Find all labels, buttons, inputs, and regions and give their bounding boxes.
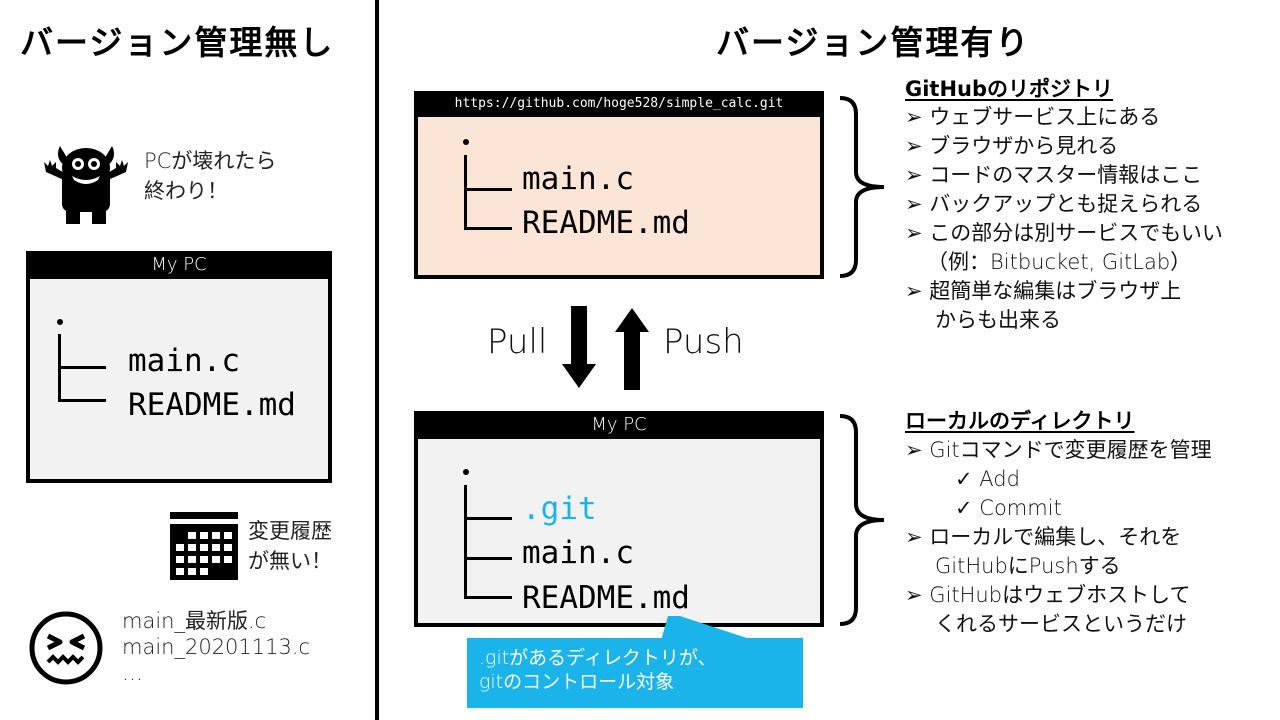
arrow-bullet-icon: ➢ — [905, 163, 923, 187]
note-text: ウェブサービス上にある — [929, 105, 1161, 129]
history-caption-line1: 変更履歴 — [248, 519, 332, 543]
arrow-bullet-icon: ➢ — [905, 279, 923, 303]
remote-file-readme: README.md — [522, 205, 690, 241]
tree-root-dot — [57, 319, 63, 325]
tree-root-dot — [463, 469, 469, 475]
left-pc-window: My PC main.c README.md — [26, 251, 332, 483]
local-note-item: ➢ GitHubはウェブホストして — [905, 581, 1212, 610]
tree-branch — [464, 557, 512, 560]
left-file-readme: README.md — [128, 387, 296, 423]
local-notes-heading: ローカルのディレクトリ — [905, 409, 1135, 433]
confounded-face-icon — [28, 610, 104, 686]
remote-note-item-cont: からも出来る — [905, 306, 1223, 335]
callout-pointer — [640, 616, 770, 644]
remote-note-item: ➢ バックアップとも捉えられる — [905, 190, 1223, 219]
note-text: からも出来る — [935, 308, 1061, 332]
remote-notes-heading: GitHubのリポジトリ — [905, 77, 1114, 101]
local-file-main-c: main.c — [522, 535, 634, 571]
arrow-bullet-icon: ➢ — [905, 134, 923, 158]
note-text: くれるサービスというだけ — [935, 612, 1187, 636]
tree-branch — [464, 596, 512, 599]
push-arrow-icon[interactable] — [615, 306, 649, 390]
remote-repo-url: https://github.com/hoge528/simple_calc.g… — [414, 91, 824, 117]
pull-arrow-icon[interactable] — [562, 306, 596, 390]
tree-branch — [58, 366, 106, 369]
callout-line1: .gitがあるディレクトリが、 — [479, 647, 717, 669]
tree-root-dot — [463, 139, 469, 145]
git-callout: .gitがあるディレクトリが、 gitのコントロール対象 — [467, 638, 803, 708]
tree-branch — [58, 399, 106, 402]
local-pc-window-title: My PC — [414, 411, 824, 439]
arrow-bullet-icon: ➢ — [905, 221, 923, 245]
local-pc-window: My PC .git main.c README.md — [414, 411, 824, 627]
local-note-subitem: ✓ Commit — [905, 494, 1212, 523]
check-bullet-icon: ✓ — [955, 496, 973, 520]
left-pc-window-title: My PC — [26, 251, 332, 279]
remote-note-item-cont: （例：Bitbucket, GitLab） — [905, 248, 1223, 277]
tree-branch — [464, 188, 512, 191]
monster-icon — [38, 136, 134, 226]
arrow-bullet-icon: ➢ — [905, 525, 923, 549]
local-note-subitem: ✓ Add — [905, 465, 1212, 494]
file-version-item: … — [122, 661, 143, 685]
remote-note-item: ➢ コードのマスター情報はここ — [905, 161, 1223, 190]
local-note-item-cont: くれるサービスというだけ — [905, 610, 1212, 639]
arrow-bullet-icon: ➢ — [905, 583, 923, 607]
local-notes: ローカルのディレクトリ ➢ Gitコマンドで変更履歴を管理 ✓ Add ✓ Co… — [905, 406, 1212, 639]
tree-branch — [464, 517, 512, 520]
note-text: （例：Bitbucket, GitLab） — [927, 250, 1192, 274]
push-label: Push — [663, 322, 744, 362]
file-version-item: main_20201113.c — [122, 635, 311, 659]
monster-caption-line1: PCが壊れたら — [144, 149, 277, 173]
tree-branch — [464, 227, 512, 230]
note-text: ブラウザから見れる — [929, 134, 1119, 158]
arrow-bullet-icon: ➢ — [905, 438, 923, 462]
remote-repo-window: https://github.com/hoge528/simple_calc.g… — [414, 91, 824, 279]
note-text: GitHubはウェブホストして — [929, 583, 1191, 607]
note-text: Add — [979, 467, 1020, 491]
local-file-readme: README.md — [522, 580, 690, 616]
local-note-item: ➢ ローカルで編集し、それを — [905, 523, 1212, 552]
calendar-icon — [170, 512, 238, 580]
note-text: Commit — [979, 496, 1062, 520]
remote-note-item: ➢ この部分は別サービスでもいい — [905, 219, 1223, 248]
remote-note-item: ➢ 超簡単な編集はブラウザ上 — [905, 277, 1223, 306]
monster-caption-line2: 終わり！ — [144, 179, 228, 203]
note-text: GitHubにPushする — [935, 554, 1121, 578]
pull-label: Pull — [487, 322, 548, 362]
arrow-bullet-icon: ➢ — [905, 192, 923, 216]
left-title: バージョン管理無し — [20, 23, 335, 62]
local-brace-icon — [836, 412, 892, 628]
local-file-git: .git — [522, 491, 597, 527]
check-bullet-icon: ✓ — [955, 467, 973, 491]
file-version-item: main_最新版.c — [122, 609, 267, 633]
file-versions-list: main_最新版.c main_20201113.c … — [122, 608, 310, 686]
note-text: この部分は別サービスでもいい — [929, 221, 1223, 245]
remote-notes: GitHubのリポジトリ ➢ ウェブサービス上にある ➢ ブラウザから見れる ➢… — [905, 75, 1223, 335]
remote-note-item: ➢ ウェブサービス上にある — [905, 103, 1223, 132]
callout-line2: gitのコントロール対象 — [479, 671, 675, 693]
tree-trunk — [464, 155, 467, 228]
remote-note-item: ➢ ブラウザから見れる — [905, 132, 1223, 161]
left-file-main-c: main.c — [128, 343, 240, 379]
note-text: ローカルで編集し、それを — [929, 525, 1182, 549]
history-caption-line2: が無い！ — [248, 549, 332, 573]
history-caption: 変更履歴 が無い！ — [248, 516, 332, 576]
arrow-bullet-icon: ➢ — [905, 105, 923, 129]
note-text: バックアップとも捉えられる — [929, 192, 1203, 216]
right-title: バージョン管理有り — [716, 23, 1031, 62]
monster-caption: PCが壊れたら 終わり！ — [144, 146, 276, 206]
tree-trunk — [464, 485, 467, 597]
note-text: Gitコマンドで変更履歴を管理 — [929, 438, 1212, 462]
local-note-item: ➢ Gitコマンドで変更履歴を管理 — [905, 436, 1212, 465]
note-text: 超簡単な編集はブラウザ上 — [929, 279, 1182, 303]
local-note-item-cont: GitHubにPushする — [905, 552, 1212, 581]
panel-divider — [375, 0, 379, 720]
remote-brace-icon — [836, 94, 892, 280]
remote-file-main-c: main.c — [522, 161, 634, 197]
note-text: コードのマスター情報はここ — [929, 163, 1203, 187]
